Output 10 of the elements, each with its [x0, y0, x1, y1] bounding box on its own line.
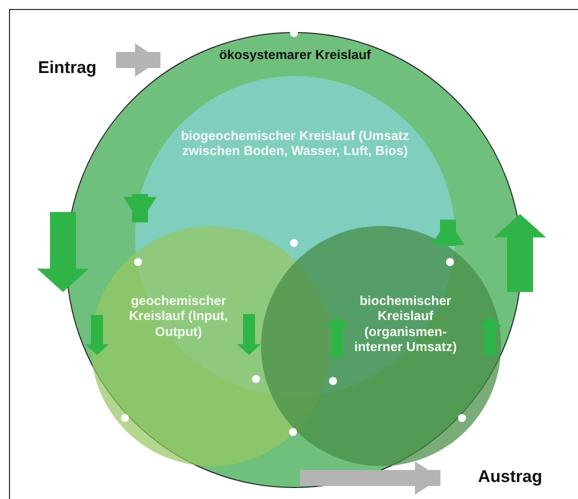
- flow-arrow: [300, 461, 440, 495]
- cycle-label: ökosystemarer Kreislauf: [218, 47, 372, 62]
- flow-arrow: [431, 220, 465, 246]
- flow-arrow: [116, 43, 160, 77]
- flow-label: Eintrag: [38, 58, 97, 78]
- cycle-label: biochemischer Kreislauf (organismen-interner Umsatz): [353, 293, 458, 354]
- cycle-label: biogeochemischer Kreislauf (Umsatz zwischen Boden, Wasser, Luft, Bios): [180, 128, 410, 159]
- flow-arrow: [123, 194, 157, 222]
- flow-label: Austrag: [478, 467, 542, 487]
- cycle-label: geochemischer Kreislauf (Input, Output): [128, 293, 229, 339]
